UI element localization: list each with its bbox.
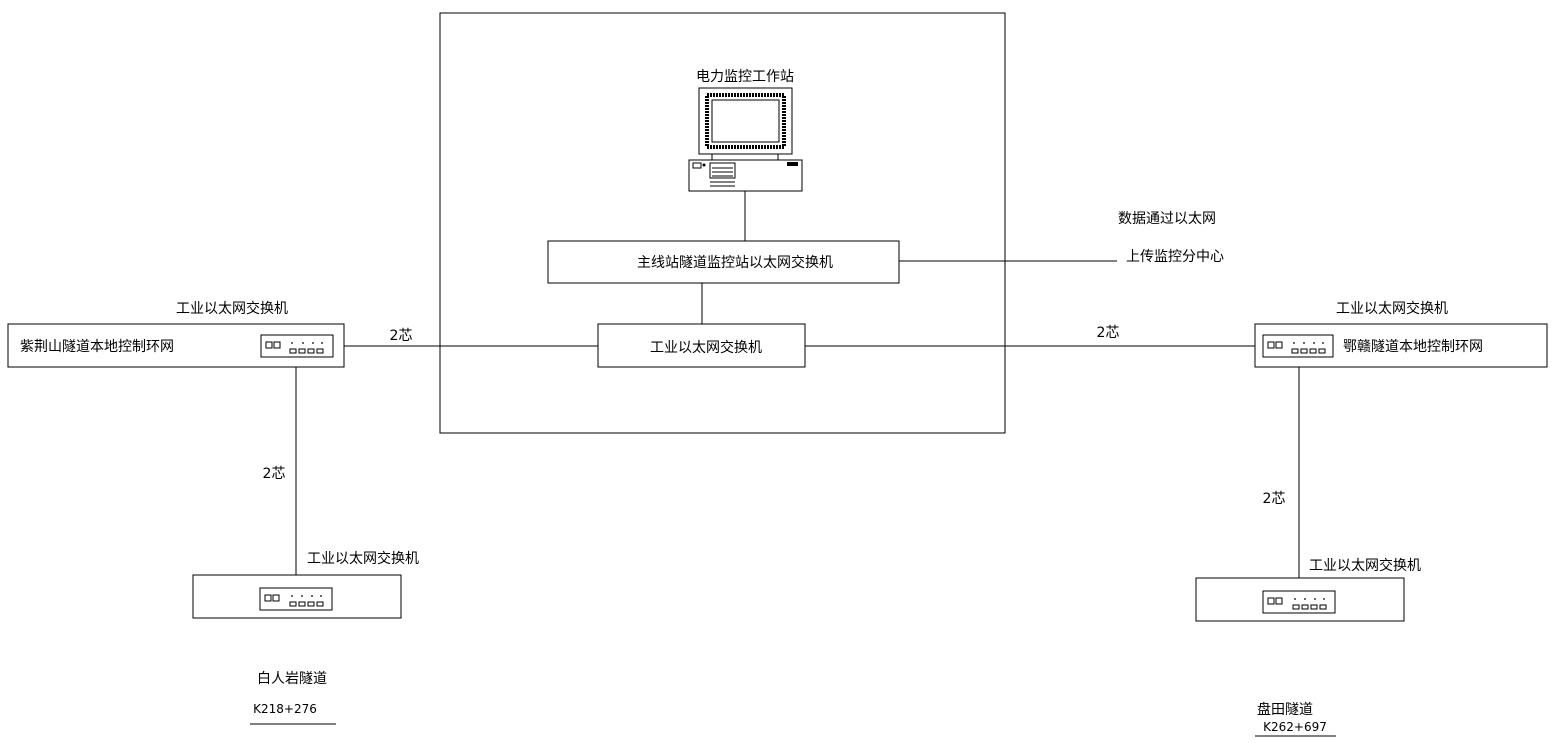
upload-note-line2: 上传监控分中心	[1126, 249, 1224, 265]
monitor-icon	[698, 87, 793, 161]
bottom-right-switch-label: 工业以太网交换机	[1309, 557, 1421, 574]
left-ring-switch-icon	[260, 334, 334, 358]
right-vertical-link-label: 2芯	[1263, 491, 1286, 507]
left-ring-switch-label: 工业以太网交换机	[176, 300, 288, 317]
right-ring-switch-icon	[1262, 334, 1334, 358]
bottom-left-stake: K218+276	[253, 702, 317, 716]
bottom-right-tunnel-name: 盘田隧道	[1257, 701, 1313, 718]
main-switch-box	[547, 240, 900, 284]
station-boundary	[439, 12, 1006, 434]
left-vertical-link-label: 2芯	[263, 466, 286, 482]
bottom-left-tunnel-name: 白人岩隧道	[257, 671, 327, 687]
center-switch-box	[597, 323, 806, 368]
main-switch-label: 主线站隧道监控站以太网交换机	[637, 254, 833, 271]
workstation: 电力监控工作站	[688, 69, 803, 192]
right-ring-switch-label: 工业以太网交换机	[1336, 300, 1448, 317]
bottom-left-switch-label: 工业以太网交换机	[307, 550, 419, 567]
bottom-right-stake: K262+697	[1263, 720, 1327, 734]
computer-case-icon	[688, 159, 803, 192]
upload-note-line1: 数据通过以太网	[1118, 211, 1216, 227]
center-switch-label: 工业以太网交换机	[650, 339, 762, 356]
workstation-label: 电力监控工作站	[696, 69, 794, 85]
right-ring-name: 鄂赣隧道本地控制环网	[1343, 339, 1483, 355]
bottom-right-switch-icon	[1262, 590, 1336, 614]
left-ring-name: 紫荆山隧道本地控制环网	[20, 339, 174, 355]
left-to-center-link-label: 2芯	[390, 328, 413, 344]
center-to-right-link-label: 2芯	[1097, 325, 1120, 341]
bottom-left-switch-icon	[259, 587, 333, 611]
